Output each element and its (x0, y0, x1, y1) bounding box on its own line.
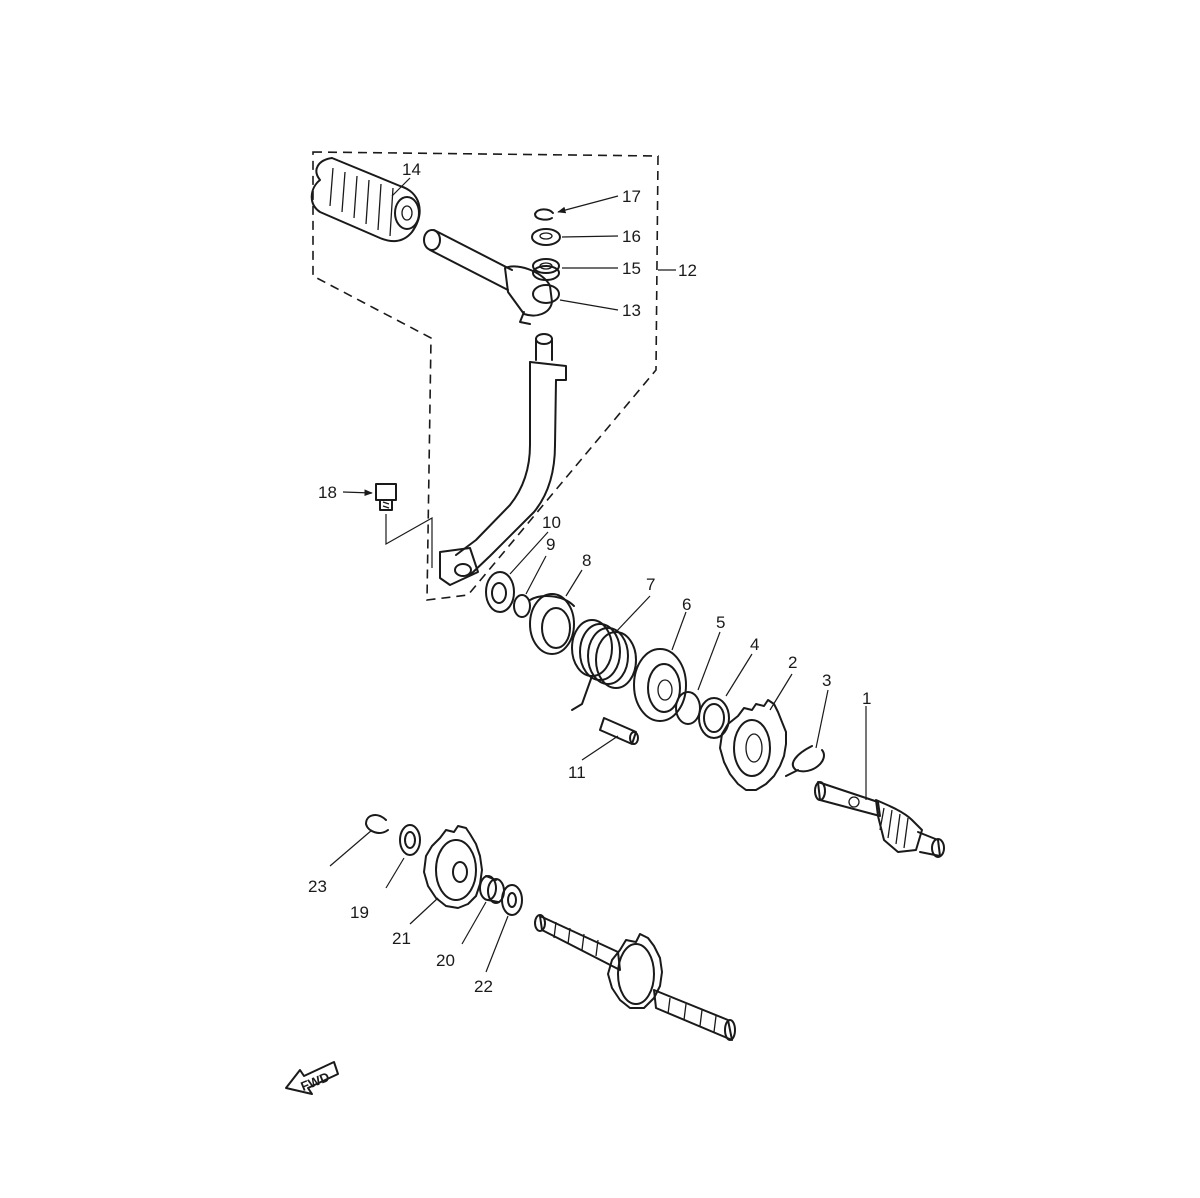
callout-3: 3 (822, 671, 831, 690)
callout-23: 23 (308, 877, 327, 896)
callout-13: 13 (622, 301, 641, 320)
part-21-idler-gear (423, 825, 483, 909)
part-11-pin (599, 717, 639, 745)
part-14-grip (310, 157, 421, 243)
part-6-spring-cover (633, 648, 687, 722)
callout-1: 1 (862, 689, 871, 708)
leader-lines (329, 177, 867, 973)
kick-crank (439, 333, 567, 586)
part-22-washer (501, 884, 523, 916)
callout-2: 2 (788, 653, 797, 672)
part-7-torsion-spring (571, 619, 637, 711)
callout-20: 20 (436, 951, 455, 970)
main-shaft (534, 914, 736, 1041)
callout-16: 16 (622, 227, 641, 246)
callout-7: 7 (646, 575, 655, 594)
part-18-bolt (375, 483, 397, 511)
callout-4: 4 (750, 635, 759, 654)
assembly-boundary (312, 151, 659, 601)
part-4-washer (698, 697, 730, 739)
callout-9: 9 (546, 535, 555, 554)
part-9-circlip (513, 594, 531, 618)
part-1-kick-axle (814, 781, 945, 858)
part-8-spring-guide (529, 593, 575, 655)
part-15-spring (532, 258, 560, 281)
callout-19: 19 (350, 903, 369, 922)
callout-15: 15 (622, 259, 641, 278)
callout-12: 12 (678, 261, 697, 280)
part-10-oil-seal (485, 571, 515, 613)
part-20-bushing (479, 875, 505, 904)
part-16-washer (531, 228, 561, 246)
callout-21: 21 (392, 929, 411, 948)
callouts: 14 17 16 15 12 13 18 10 9 8 7 6 5 4 2 3 … (308, 160, 871, 996)
callout-17: 17 (622, 187, 641, 206)
callout-22: 22 (474, 977, 493, 996)
callout-10: 10 (542, 513, 561, 532)
part-23-circlip (365, 814, 389, 834)
callout-11: 11 (568, 763, 586, 782)
bolt-guide-line (385, 514, 433, 568)
callout-8: 8 (582, 551, 591, 570)
part-19-washer (399, 824, 421, 856)
part-13-kick-arm (423, 229, 560, 325)
callout-18: 18 (318, 483, 337, 502)
fwd-arrow: FWD (285, 1061, 339, 1095)
callout-6: 6 (682, 595, 691, 614)
fwd-label: FWD (298, 1069, 331, 1094)
part-17-circlip (534, 208, 554, 221)
part-3-clip-spring (785, 745, 825, 777)
part-2-kick-gear (719, 699, 787, 791)
callout-14: 14 (402, 160, 421, 179)
callout-5: 5 (716, 613, 725, 632)
